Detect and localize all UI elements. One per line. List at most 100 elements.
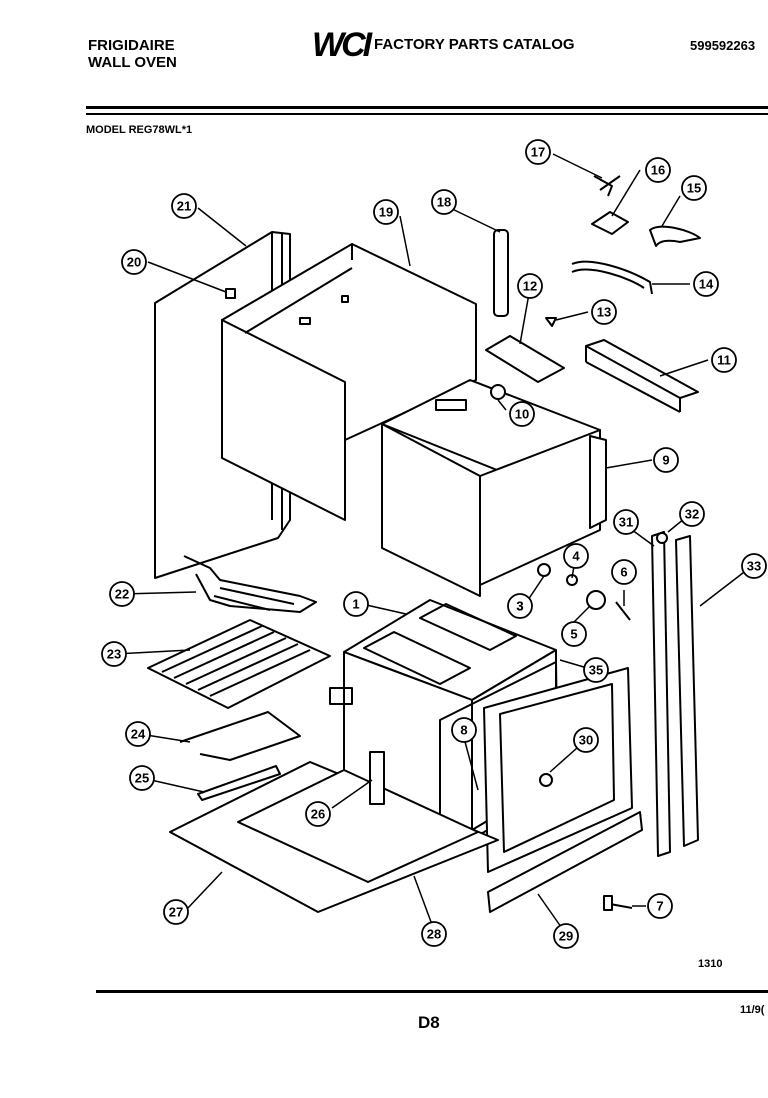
- part-33-side-trim: [675, 535, 699, 847]
- callout-number-28: 28: [427, 927, 441, 942]
- callout-number-26: 26: [311, 807, 325, 822]
- callout-number-7: 7: [656, 899, 663, 914]
- callout-number-27: 27: [169, 905, 183, 920]
- header-rule-thin: [86, 113, 768, 115]
- callout-15: [681, 175, 707, 201]
- callout-14: [693, 271, 719, 297]
- callout-13: [591, 299, 617, 325]
- callout-number-22: 22: [115, 587, 129, 602]
- callout-number-10: 10: [515, 407, 529, 422]
- callout-9: [653, 447, 679, 473]
- callout-32: [679, 501, 705, 527]
- part-10-fitting: [490, 384, 506, 400]
- callout-number-17: 17: [531, 145, 545, 160]
- callout-number-3: 3: [516, 599, 523, 614]
- callout-number-16: 16: [651, 163, 665, 178]
- callout-19: [373, 199, 399, 225]
- part-26-bracket: [369, 751, 385, 805]
- part-9-outer-wrapper: [381, 379, 607, 597]
- part-31-side-trim: [651, 531, 671, 857]
- callout-10: [509, 401, 535, 427]
- part-7-screw: [603, 895, 633, 911]
- part-11-bracket: [585, 339, 699, 413]
- callout-28: [421, 921, 447, 947]
- callout-11: [711, 347, 737, 373]
- callout-8: [451, 717, 477, 743]
- callout-number-21: 21: [177, 199, 191, 214]
- callout-number-8: 8: [460, 723, 467, 738]
- callout-31: [613, 509, 639, 535]
- callout-21: [171, 193, 197, 219]
- part-32-screw: [656, 532, 668, 544]
- part-24-broil-element: [179, 711, 301, 761]
- callout-number-35: 35: [589, 663, 603, 678]
- callout-24: [125, 721, 151, 747]
- callout-22: [109, 581, 135, 607]
- part-3-switch: [537, 563, 551, 577]
- part-18-tube: [493, 229, 509, 317]
- header-rule: [86, 106, 768, 109]
- diagram-ref-number: 1310: [698, 958, 723, 970]
- callout-35: [583, 657, 609, 683]
- callout-number-31: 31: [619, 515, 633, 530]
- part-13-screw: [545, 317, 557, 327]
- callout-number-15: 15: [687, 181, 701, 196]
- callout-30: [573, 727, 599, 753]
- part-12-cover: [485, 335, 565, 383]
- callout-16: [645, 157, 671, 183]
- callout-number-18: 18: [437, 195, 451, 210]
- callout-number-19: 19: [379, 205, 393, 220]
- part-17-clip: [593, 175, 621, 197]
- brand-name: FRIGIDAIRE: [88, 37, 175, 54]
- callout-12: [517, 273, 543, 299]
- callout-number-32: 32: [685, 507, 699, 522]
- callout-20: [121, 249, 147, 275]
- callout-17: [525, 139, 551, 165]
- part-22-bake-element: [183, 555, 317, 613]
- callout-number-3: 3: [516, 599, 523, 614]
- part-25-bracket: [197, 765, 281, 801]
- callout-number-11: 11: [717, 353, 731, 368]
- callout-number-13: 13: [597, 305, 611, 320]
- part-5-knob: [586, 590, 606, 610]
- callout-27: [163, 899, 189, 925]
- callout-23: [101, 641, 127, 667]
- callout-5: [561, 621, 587, 647]
- footer-rule: [96, 990, 768, 993]
- part-15-fitting: [649, 225, 701, 247]
- callout-number-33: 33: [747, 559, 761, 574]
- callout-4: [563, 543, 589, 569]
- callout-number-30: 30: [579, 733, 593, 748]
- callout-26: [305, 801, 331, 827]
- callout-number-20: 20: [127, 255, 141, 270]
- wci-logo: WCI: [312, 26, 372, 64]
- callout-number-12: 12: [523, 279, 537, 294]
- callout-7: [647, 893, 673, 919]
- callout-1: [343, 591, 369, 617]
- part-23-oven-rack: [147, 619, 331, 709]
- model-label: MODEL REG78WL*1: [86, 124, 193, 136]
- callout-number-5: 5: [570, 627, 577, 642]
- part-16-block: [591, 211, 629, 235]
- part-30-clip: [539, 773, 553, 787]
- callout-number-23: 23: [107, 647, 121, 662]
- part-6-clip: [615, 601, 631, 621]
- product-type: WALL OVEN: [88, 54, 177, 71]
- callout-3: [507, 593, 533, 619]
- callout-25: [129, 765, 155, 791]
- callout-number-14: 14: [699, 277, 714, 292]
- part-27-bottom-panel: [169, 761, 499, 913]
- brand-block: FRIGIDAIRE WALL OVEN: [88, 37, 177, 71]
- catalog-number: 599592263: [690, 38, 756, 53]
- page-id: D8: [418, 1013, 440, 1032]
- callout-number-29: 29: [559, 929, 573, 944]
- part-14-gas-tube: [571, 260, 653, 295]
- callout-18: [431, 189, 457, 215]
- callout-number-9: 9: [662, 453, 669, 468]
- callout-number-4: 4: [572, 549, 580, 564]
- callout-number-25: 25: [135, 771, 149, 786]
- part-19-inner-frame: [221, 243, 477, 521]
- callout-29: [553, 923, 579, 949]
- part-35-door-frame: [483, 667, 633, 873]
